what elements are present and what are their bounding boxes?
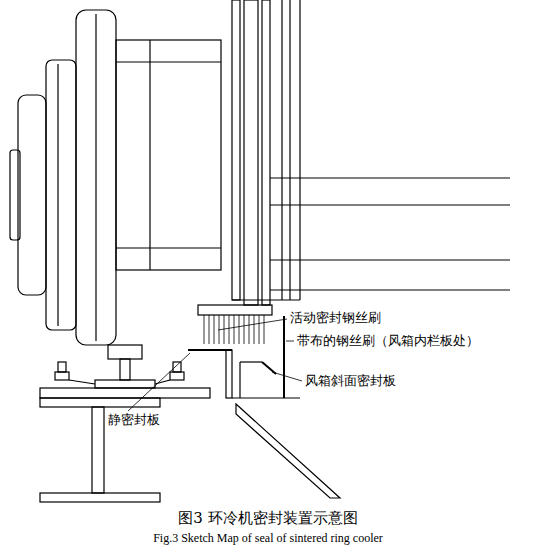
rail-foot [95, 380, 155, 388]
leader-line [286, 341, 294, 342]
bristle [249, 315, 250, 344]
leader-line [218, 319, 287, 330]
rail-web [120, 359, 130, 380]
cloth-brush [283, 316, 285, 398]
slope-seal-plate [236, 404, 340, 498]
frame-plate [232, 0, 240, 300]
wheel-axle [116, 40, 221, 270]
rail-head [108, 345, 142, 359]
beam-flange [40, 398, 160, 407]
bristle [239, 315, 240, 344]
bristle [234, 315, 235, 344]
part-label: 活动密封钢丝刷 [290, 311, 381, 325]
brush-holder [198, 305, 272, 315]
part-label: 风箱斜面密封板 [305, 374, 396, 388]
static-seal-plate [188, 349, 232, 351]
bristle [209, 315, 210, 344]
caption-english: Fig.3 Sketch Map of seal of sintered rin… [153, 532, 383, 546]
leader-line [128, 353, 190, 411]
bristle [254, 315, 255, 344]
wheel-flange [76, 10, 116, 345]
part-label: 带布的钢丝刷（风箱内栏板处） [297, 334, 479, 348]
wheel-disk [46, 60, 76, 330]
bristle [214, 315, 215, 344]
bristle [244, 315, 245, 344]
base-plate [40, 388, 210, 398]
windbox-wall [226, 350, 232, 398]
part-label: 静密封板 [108, 413, 160, 427]
bristle [259, 315, 260, 344]
hub-plate [18, 95, 46, 295]
figure-caption: 图3 环冷机密封装置示意图 [178, 510, 357, 527]
bristle [229, 315, 230, 344]
wire-brush [204, 315, 264, 344]
bristle [204, 315, 205, 344]
bristle [264, 315, 265, 344]
beam-flange [40, 493, 160, 502]
beam-web [92, 407, 104, 493]
leader-line [272, 372, 302, 381]
